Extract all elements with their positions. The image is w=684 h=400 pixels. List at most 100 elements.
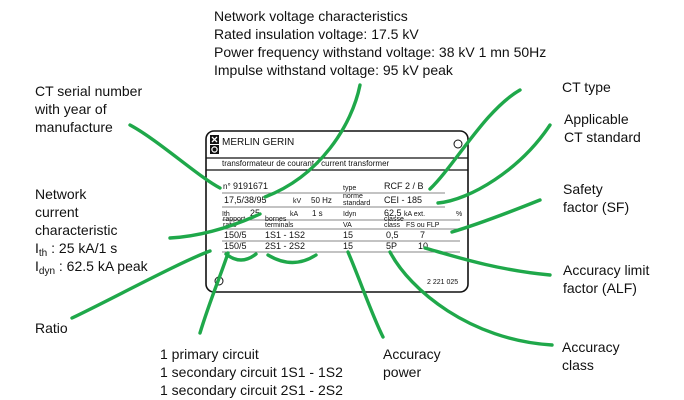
network-voltage-line2: Power frequency withstand voltage: 38 kV… [214, 44, 546, 60]
leader-network-current [168, 212, 262, 240]
plate-col-terminals-en: terminals [265, 222, 294, 229]
plate-time: 1 s [312, 209, 323, 218]
serial-line3: manufacture [35, 119, 113, 135]
plate-row2-terminals: 2S1 - 2S2 [265, 241, 305, 251]
leader-ct-type [428, 88, 522, 191]
ct-type-line1: CT type [562, 79, 611, 95]
network-current-line3: characteristic [35, 222, 117, 238]
idyn-value: : 62.5 kA peak [55, 258, 149, 274]
plate-col-terminals: bornes terminals [265, 216, 294, 229]
circuits-line1: 1 primary circuit [160, 346, 259, 362]
rating-plate: MERLIN GERIN transformateur de courant -… [205, 130, 469, 293]
plate-kv-label: kV [293, 198, 302, 205]
leader-ratio [70, 249, 212, 320]
callout-ct-type: CT type [562, 79, 611, 95]
callout-serial: CT serial number with year of manufactur… [34, 83, 142, 135]
network-current-line2: current [35, 204, 79, 220]
plate-type-label: type [343, 185, 356, 192]
callout-ratio: Ratio [35, 320, 68, 336]
plate-ka-ext: kA ext. [404, 211, 425, 218]
callout-leaders [70, 83, 554, 347]
alf-line1: Accuracy limit [563, 262, 649, 278]
plate-standard-value: CEI - 185 [384, 195, 422, 205]
plate-subtitle: transformateur de courant - current tran… [222, 159, 390, 168]
plate-serial-label: n° [223, 182, 231, 191]
alf-line2: factor (ALF) [563, 280, 637, 296]
plate-row1-class: 0,5 [386, 230, 399, 240]
network-voltage-heading: Network voltage characteristics [214, 8, 408, 24]
plate-row1-va: 15 [343, 230, 353, 240]
leader-circuits [198, 251, 230, 335]
class-line1: Accuracy [562, 339, 620, 355]
plate-col-class-en: class [384, 222, 400, 229]
ith-subscript: th [39, 248, 47, 259]
safety-line1: Safety [563, 181, 603, 197]
plate-serial: 9191671 [233, 181, 268, 191]
circuits-line3: 1 secondary circuit 2S1 - 2S2 [160, 382, 343, 398]
plate-col-va: VA [343, 222, 352, 229]
plate-voltage: 17,5/38/95 [224, 195, 267, 205]
network-voltage-line1: Rated insulation voltage: 17.5 kV [214, 26, 419, 42]
power-line2: power [383, 364, 421, 380]
plate-row2-fs: 10 [418, 241, 428, 251]
plate-row1-ratio: 150/5 [224, 230, 247, 240]
serial-line1: CT serial number [35, 83, 142, 99]
plate-norme-label: norme [343, 193, 363, 200]
leader-alf [423, 246, 552, 277]
callout-standard: Applicable CT standard [564, 111, 641, 145]
plate-col-class: classe class [384, 216, 406, 229]
plate-col-class-fr: classe [384, 216, 404, 223]
callout-circuits: 1 primary circuit 1 secondary circuit 1S… [160, 346, 343, 398]
plate-idyn-value: 62,5 [384, 208, 402, 218]
standard-line1: Applicable [564, 111, 629, 127]
plate-col-fs: FS ou FLP [406, 222, 440, 229]
leader-standard [436, 123, 552, 205]
callout-safety: Safety factor (SF) [563, 181, 629, 215]
leader-class [388, 250, 554, 347]
network-current-idyn: Idyn : 62.5 kA peak [35, 258, 149, 277]
plate-frequency: 50 Hz [311, 196, 332, 205]
network-voltage-line3: Impulse withstand voltage: 95 kV peak [214, 62, 454, 78]
plate-row1-terminals: 1S1 - 1S2 [265, 230, 305, 240]
plate-type-value: RCF 2 / B [384, 181, 424, 191]
plate-ith-label: Ith [222, 211, 230, 218]
merlin-gerin-logo [210, 135, 219, 154]
ratio-line1: Ratio [35, 320, 68, 336]
network-current-line1: Network [35, 186, 87, 202]
plate-ka-label: kA [290, 211, 299, 218]
ith-symbol: I [35, 240, 39, 256]
plate-col-terminals-fr: bornes [265, 216, 287, 223]
serial-line2: with year of [34, 101, 107, 117]
callout-power: Accuracy power [383, 346, 441, 380]
standard-line2: CT standard [564, 129, 641, 145]
ith-value: : 25 kA/1 s [47, 240, 117, 256]
power-line1: Accuracy [383, 346, 441, 362]
leader-ratio-bracket [224, 252, 258, 262]
callout-class: Accuracy class [562, 339, 620, 373]
plate-row2-va: 15 [343, 241, 353, 251]
plate-outline [205, 130, 469, 293]
idyn-subscript: dyn [39, 266, 55, 277]
safety-line2: factor (SF) [563, 199, 629, 215]
callout-network-voltage: Network voltage characteristics Rated in… [214, 8, 546, 78]
callout-network-current: Network current characteristic Ith : 25 … [35, 186, 149, 277]
plate-row2-ratio: 150/5 [224, 241, 247, 251]
network-current-ith: Ith : 25 kA/1 s [35, 240, 117, 259]
class-line2: class [562, 357, 594, 373]
plate-standard-label: standard [343, 200, 370, 207]
circuits-line2: 1 secondary circuit 1S1 - 1S2 [160, 364, 343, 380]
plate-percent: % [456, 211, 462, 218]
leader-power [346, 250, 385, 339]
plate-row2-class: 5P [386, 241, 397, 251]
leader-safety [450, 198, 542, 234]
callout-alf: Accuracy limit factor (ALF) [563, 262, 649, 296]
plate-col-ratio-fr: rapport [223, 216, 245, 223]
idyn-symbol: I [35, 258, 39, 274]
plate-mounting-hole-top [453, 139, 463, 149]
leader-terminals-bracket [266, 253, 318, 265]
plate-ith-value: 25 [250, 208, 260, 218]
leader-serial [128, 123, 222, 190]
leader-network-voltage [263, 83, 362, 199]
